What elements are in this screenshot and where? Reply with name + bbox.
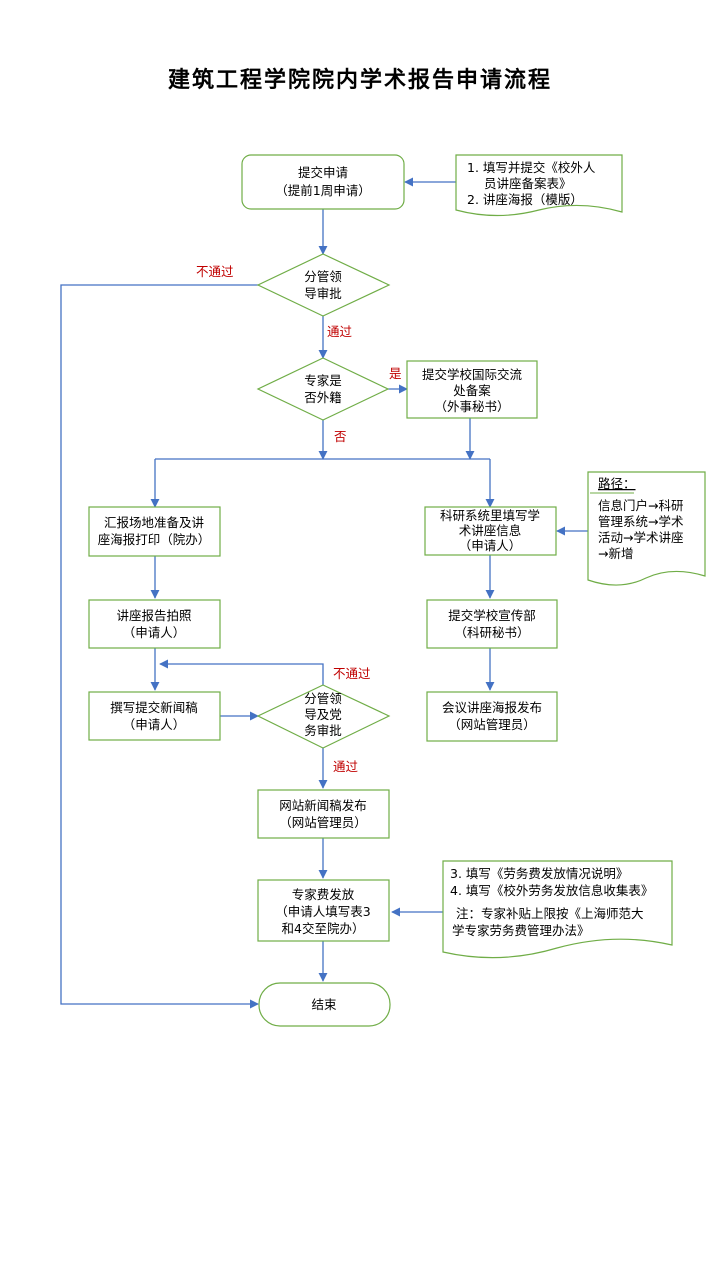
svg-text:和4交至院办）: 和4交至院办） <box>282 921 365 936</box>
svg-text:撰写提交新闻稿: 撰写提交新闻稿 <box>110 700 198 715</box>
svg-text:活动→学术讲座: 活动→学术讲座 <box>598 530 683 545</box>
node-submit: 提交申请 （提前1周申请） <box>241 154 405 210</box>
svg-text:4. 填写《校外劳务发放信息收集表》: 4. 填写《校外劳务发放信息收集表》 <box>450 883 653 898</box>
svg-text:路径：: 路径： <box>598 476 636 491</box>
node-news-publish: 网站新闻稿发布 （网站管理员） <box>257 789 390 839</box>
svg-text:1. 填写并提交《校外人: 1. 填写并提交《校外人 <box>467 160 596 175</box>
svg-text:2. 讲座海报（模版）: 2. 讲座海报（模版） <box>467 192 583 207</box>
svg-text:3. 填写《劳务费发放情况说明》: 3. 填写《劳务费发放情况说明》 <box>450 866 628 881</box>
svg-text:讲座报告拍照: 讲座报告拍照 <box>116 608 191 623</box>
node-venue-prep: 汇报场地准备及讲 座海报打印（院办） <box>88 506 221 557</box>
edge-label-reject-2: 不通过 <box>333 666 371 681</box>
svg-text:务审批: 务审批 <box>304 723 342 738</box>
svg-text:导及党: 导及党 <box>304 707 342 722</box>
edge-label-pass-2: 通过 <box>333 759 359 774</box>
svg-text:（申请人填写表3: （申请人填写表3 <box>275 904 370 919</box>
svg-text:（网站管理员）: （网站管理员） <box>448 717 536 732</box>
svg-text:提交学校国际交流: 提交学校国际交流 <box>422 367 523 382</box>
node-poster-publish: 会议讲座海报发布 （网站管理员） <box>426 691 558 742</box>
node-leader-party-approval: 分管领 导及党 务审批 <box>256 684 391 749</box>
note-system-path: 路径： 信息门户→科研 管理系统→学术 活动→学术讲座 →新增 <box>587 471 706 586</box>
svg-text:（外事秘书）: （外事秘书） <box>434 399 509 414</box>
note-documents-2: 3. 填写《劳务费发放情况说明》 4. 填写《校外劳务发放信息收集表》 注：专家… <box>442 860 673 959</box>
svg-text:专家是: 专家是 <box>304 373 342 388</box>
svg-text:（提前1周申请）: （提前1周申请） <box>275 183 370 198</box>
svg-text:→新增: →新增 <box>598 546 633 561</box>
svg-text:（申请人）: （申请人） <box>123 717 186 732</box>
svg-text:汇报场地准备及讲: 汇报场地准备及讲 <box>104 515 204 530</box>
edge-label-reject-1: 不通过 <box>196 264 234 279</box>
svg-text:（申请人）: （申请人） <box>123 625 186 640</box>
svg-text:否外籍: 否外籍 <box>304 390 342 405</box>
svg-text:学专家劳务费管理办法》: 学专家劳务费管理办法》 <box>452 923 590 938</box>
node-leader-approval: 分管领 导审批 <box>256 253 391 317</box>
node-end: 结束 <box>258 982 391 1027</box>
svg-text:术讲座信息: 术讲座信息 <box>459 523 522 538</box>
svg-text:网站新闻稿发布: 网站新闻稿发布 <box>279 798 367 813</box>
node-publicity: 提交学校宣传部 （科研秘书） <box>426 599 558 649</box>
svg-text:会议讲座海报发布: 会议讲座海报发布 <box>442 700 542 715</box>
node-intl-filing: 提交学校国际交流 处备案 （外事秘书） <box>406 360 538 419</box>
edge-label-pass-1: 通过 <box>327 324 353 339</box>
node-fee: 专家费发放 （申请人填写表3 和4交至院办） <box>257 879 390 942</box>
svg-text:分管领: 分管领 <box>304 691 342 706</box>
node-news-write: 撰写提交新闻稿 （申请人） <box>88 691 221 741</box>
node-photo: 讲座报告拍照 （申请人） <box>88 599 221 649</box>
page-title: 建筑工程学院院内学术报告申请流程 <box>167 67 552 93</box>
svg-text:员讲座备案表》: 员讲座备案表》 <box>484 176 572 191</box>
edge-label-no: 否 <box>334 429 347 444</box>
svg-text:（科研秘书）: （科研秘书） <box>454 625 529 640</box>
svg-text:（网站管理员）: （网站管理员） <box>279 815 367 830</box>
node-foreign-check: 专家是 否外籍 <box>256 357 390 421</box>
svg-text:分管领: 分管领 <box>304 269 342 284</box>
connectors <box>60 177 588 1009</box>
svg-text:科研系统里填写学: 科研系统里填写学 <box>440 508 540 523</box>
edge-label-yes: 是 <box>389 366 402 381</box>
node-system-fill: 科研系统里填写学 术讲座信息 （申请人） <box>424 506 557 556</box>
svg-text:提交学校宣传部: 提交学校宣传部 <box>448 608 536 623</box>
svg-text:专家费发放: 专家费发放 <box>292 887 355 902</box>
svg-text:管理系统→学术: 管理系统→学术 <box>598 514 684 529</box>
svg-text:导审批: 导审批 <box>304 286 342 301</box>
svg-text:结束: 结束 <box>311 997 337 1012</box>
svg-text:注：专家补贴上限按《上海师范大: 注：专家补贴上限按《上海师范大 <box>456 906 644 921</box>
note-documents-1: 1. 填写并提交《校外人 员讲座备案表》 2. 讲座海报（模版） <box>455 154 623 217</box>
svg-text:（申请人）: （申请人） <box>459 538 522 553</box>
svg-text:信息门户→科研: 信息门户→科研 <box>598 498 683 513</box>
svg-text:提交申请: 提交申请 <box>298 165 348 180</box>
svg-text:处备案: 处备案 <box>453 383 491 398</box>
svg-text:座海报打印（院办）: 座海报打印（院办） <box>98 532 211 547</box>
